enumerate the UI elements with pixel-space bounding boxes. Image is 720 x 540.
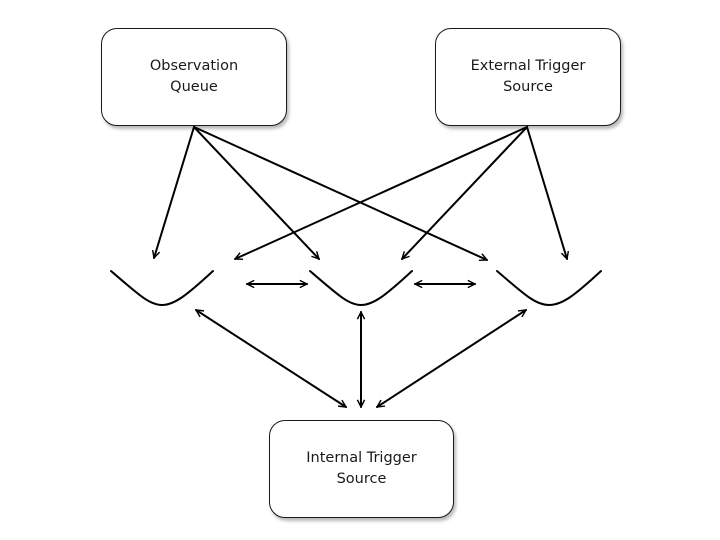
left-well (110, 270, 214, 307)
arrow-queue-to-middle-well (193, 126, 319, 259)
observation-queue-node: Observation Queue (101, 28, 287, 126)
node-label-line1: Internal Trigger (306, 450, 417, 466)
node-label-line1: Observation (149, 58, 239, 74)
node-label-line1: External Trigger (470, 58, 586, 74)
arrow-queue-to-left-well (154, 126, 195, 258)
internal-trigger-source-node: Internal Trigger Source (269, 420, 454, 518)
arrow-left-well-internal-bidirectional (196, 309, 346, 408)
node-label-line2: Source (503, 79, 553, 95)
arrow-queue-to-right-well (193, 126, 487, 260)
arrow-right-well-internal-bidirectional (377, 309, 526, 408)
external-trigger-source-node: External Trigger Source (435, 28, 621, 126)
arrow-external-to-middle-well (402, 126, 528, 259)
arrow-external-to-left-well (235, 126, 528, 259)
middle-well (309, 270, 413, 307)
node-label-line2: Source (336, 471, 387, 487)
right-well (496, 270, 602, 307)
node-label-line2: Queue (170, 79, 218, 95)
arrow-external-to-right-well (526, 126, 567, 259)
